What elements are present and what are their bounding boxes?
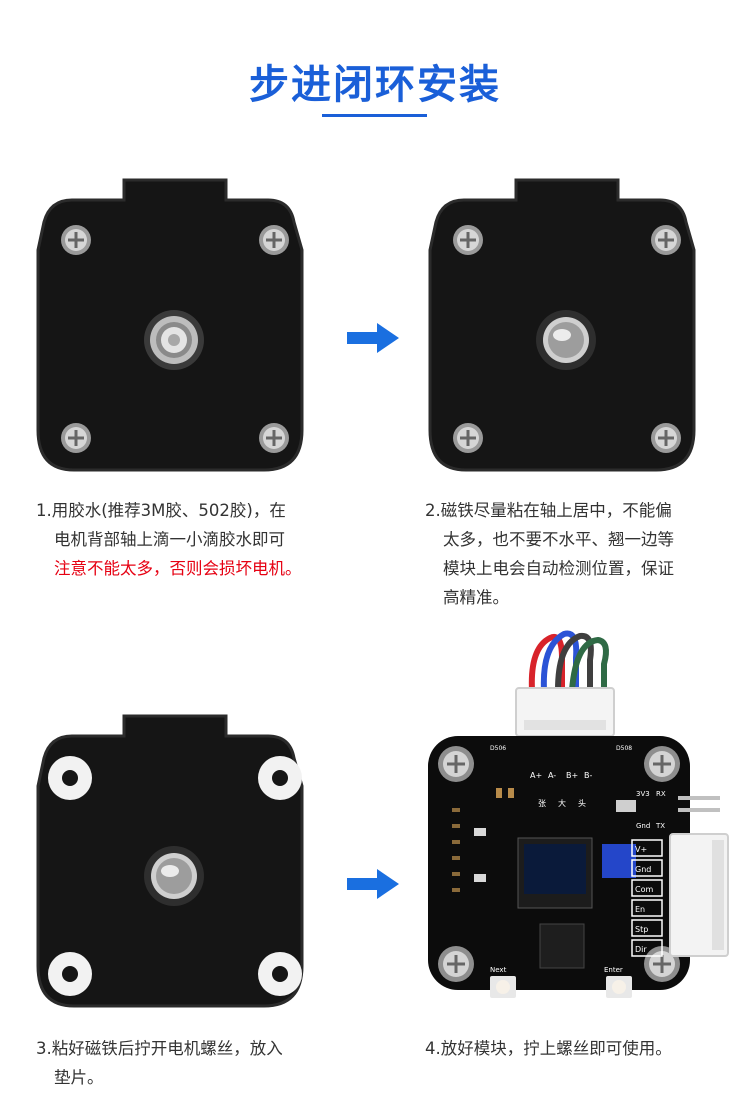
screw-icon	[651, 423, 681, 453]
motor-washers-photo	[24, 708, 324, 1028]
board-mark: D506	[490, 745, 506, 752]
pin-label: Com	[635, 885, 653, 894]
pin-label: B+	[566, 771, 578, 780]
washer-icon	[258, 952, 302, 996]
title-underline	[322, 114, 427, 117]
pin-label: A-	[548, 771, 556, 780]
step-3-line-2: 垫片。	[54, 1068, 104, 1087]
motor-bare-shaft-photo	[24, 172, 324, 492]
screw-icon	[453, 423, 483, 453]
board-mark: 大	[558, 798, 566, 808]
pin-label: Stp	[635, 925, 648, 934]
board-mark: 张	[538, 799, 546, 808]
driver-board-photo: V+ Gnd Com En Stp Dir A+ A- B+ B- 3V3 RX…	[412, 628, 742, 1018]
serial-label: RX	[656, 790, 666, 798]
step-3-line-1: 3.粘好磁铁后拧开电机螺丝，放入	[36, 1039, 283, 1058]
pin-label: A+	[530, 771, 542, 780]
step-2-line-1: 2.磁铁尽量粘在轴上居中，不能偏	[425, 501, 672, 520]
step-2-line-3: 模块上电会自动检测位置，保证	[443, 559, 674, 578]
pin-label: En	[635, 905, 645, 914]
arrow-right-icon	[347, 323, 399, 353]
pin-label: Gnd	[635, 865, 651, 874]
step-1-text: 1.用胶水(推荐3M胶、502胶)，在 电机背部轴上滴一小滴胶水即可 注意不能太…	[36, 496, 302, 583]
pin-label: Dir	[635, 945, 647, 954]
motor-magnet-photo	[416, 172, 716, 492]
screw-icon	[438, 746, 474, 782]
next-button-icon	[490, 976, 516, 998]
magnet-icon	[144, 846, 204, 906]
screw-icon	[61, 225, 91, 255]
washer-icon	[48, 756, 92, 800]
enter-button-icon	[606, 976, 632, 998]
step-3-text: 3.粘好磁铁后拧开电机螺丝，放入 垫片。	[36, 1034, 283, 1092]
step-2-text: 2.磁铁尽量粘在轴上居中，不能偏 太多，也不要不水平、翘一边等 模块上电会自动检…	[425, 496, 674, 612]
screw-icon	[644, 746, 680, 782]
serial-label: 3V3	[636, 790, 650, 798]
page-title: 步进闭环安装	[249, 62, 501, 108]
screw-icon	[651, 225, 681, 255]
step-4-line-1: 4.放好模块，拧上螺丝即可使用。	[425, 1039, 672, 1058]
screw-icon	[453, 225, 483, 255]
arrow-right-icon	[347, 869, 399, 899]
pin-label: B-	[584, 771, 592, 780]
step-4-text: 4.放好模块，拧上螺丝即可使用。	[425, 1034, 672, 1063]
washer-icon	[48, 952, 92, 996]
serial-label: Gnd	[636, 822, 650, 830]
serial-label: TX	[655, 822, 665, 830]
step-1-warning: 注意不能太多，否则会损坏电机。	[54, 559, 302, 578]
step-2-line-4: 高精准。	[443, 588, 509, 607]
magnet-icon	[536, 310, 596, 370]
button-label: Next	[490, 966, 507, 974]
screw-icon	[61, 423, 91, 453]
shaft-bearing-icon	[144, 310, 204, 370]
screw-icon	[259, 225, 289, 255]
screw-icon	[259, 423, 289, 453]
pin-label: V+	[635, 845, 647, 854]
washer-icon	[258, 756, 302, 800]
screw-icon	[438, 946, 474, 982]
step-2-line-2: 太多，也不要不水平、翘一边等	[443, 530, 674, 549]
board-version-label: Emm42_V4.0	[536, 1000, 582, 1008]
board-mark: 头	[578, 798, 586, 808]
step-1-line-2: 电机背部轴上滴一小滴胶水即可	[54, 530, 285, 549]
button-label: Enter	[604, 966, 623, 974]
step-1-line-1: 1.用胶水(推荐3M胶、502胶)，在	[36, 501, 286, 520]
board-mark: D508	[616, 745, 632, 752]
